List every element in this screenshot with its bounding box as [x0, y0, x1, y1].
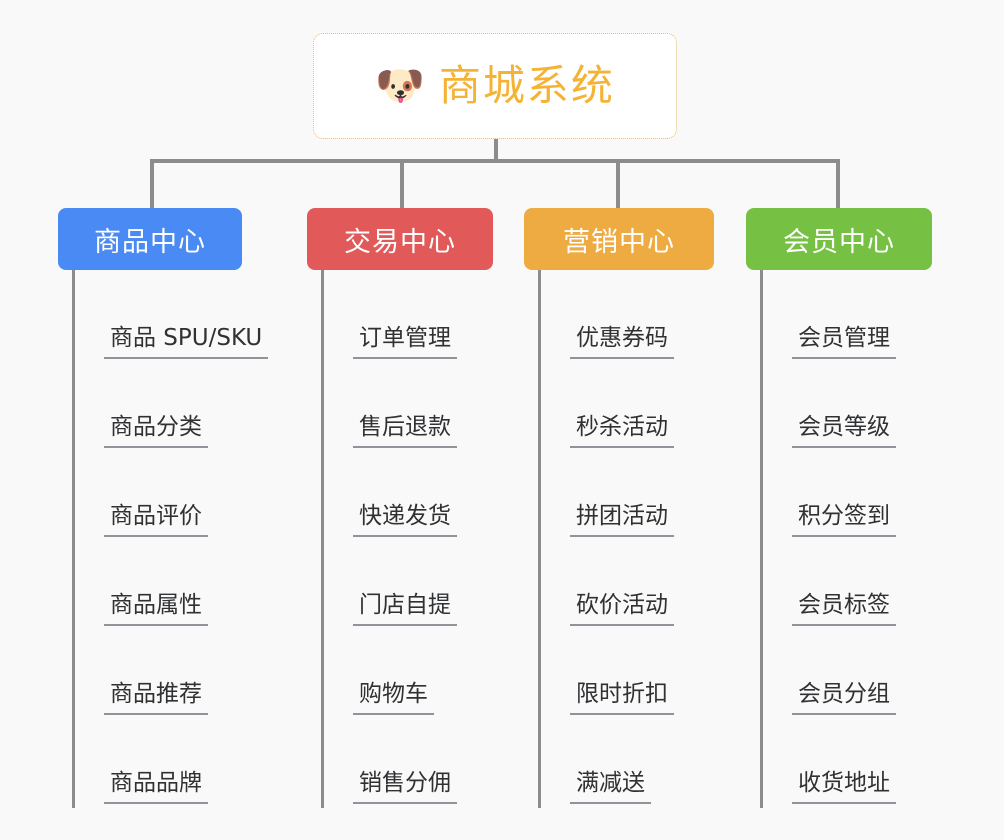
branch-column-4: 会员中心会员管理会员等级积分签到会员标签会员分组收货地址 [746, 208, 932, 808]
leaf-item[interactable]: 销售分佣 [307, 715, 493, 804]
branch-column-3: 营销中心优惠券码秒杀活动拼团活动砍价活动限时折扣满减送 [524, 208, 714, 808]
connector-drop-1 [150, 159, 154, 209]
branch-spine-2 [321, 270, 324, 808]
leaf-item-label: 商品分类 [104, 414, 208, 448]
branch-header-3[interactable]: 营销中心 [524, 208, 714, 270]
branch-spine-4 [760, 270, 763, 808]
leaf-item-label: 销售分佣 [353, 770, 457, 804]
leaf-item[interactable]: 会员管理 [746, 270, 932, 359]
leaf-item[interactable]: 商品属性 [58, 537, 268, 626]
leaf-item[interactable]: 商品推荐 [58, 626, 268, 715]
branch-column-1: 商品中心商品 SPU/SKU 商品分类商品评价商品属性商品推荐商品品牌 [58, 208, 269, 808]
branch-column-2: 交易中心订单管理售后退款快递发货门店自提购物车销售分佣 [307, 208, 493, 808]
root-node[interactable]: 🐶 商城系统 [313, 33, 677, 139]
leaf-item-label: 会员分组 [792, 681, 896, 715]
leaf-item[interactable]: 收货地址 [746, 715, 932, 804]
branch-header-2[interactable]: 交易中心 [307, 208, 493, 270]
leaf-item[interactable]: 商品品牌 [58, 715, 268, 804]
leaf-item[interactable]: 购物车 [307, 626, 493, 715]
leaf-item[interactable]: 商品评价 [58, 448, 268, 537]
leaf-item-label: 优惠券码 [570, 325, 674, 359]
leaf-item[interactable]: 会员标签 [746, 537, 932, 626]
branch-spine-1 [72, 270, 75, 808]
connector-drop-3 [616, 159, 620, 209]
leaf-item-label: 满减送 [570, 770, 651, 804]
leaf-item-label: 商品推荐 [104, 681, 208, 715]
branch-header-label: 交易中心 [344, 226, 456, 258]
leaf-item[interactable]: 门店自提 [307, 537, 493, 626]
leaf-item-label: 秒杀活动 [570, 414, 674, 448]
leaf-item[interactable]: 满减送 [524, 715, 714, 804]
leaf-item-label: 售后退款 [353, 414, 457, 448]
branch-spine-3 [538, 270, 541, 808]
leaf-item[interactable]: 限时折扣 [524, 626, 714, 715]
branch-header-label: 商品中心 [94, 226, 206, 258]
leaf-item[interactable]: 积分签到 [746, 448, 932, 537]
leaf-item-label: 订单管理 [353, 325, 457, 359]
leaf-item-label: 会员管理 [792, 325, 896, 359]
branch-header-label: 营销中心 [563, 226, 675, 258]
connector-drop-4 [836, 159, 840, 209]
leaf-list: 订单管理售后退款快递发货门店自提购物车销售分佣 [307, 270, 493, 804]
leaf-item-label: 购物车 [353, 681, 434, 715]
leaf-item-label: 商品 SPU/SKU [104, 325, 269, 359]
connector-drop-2 [400, 159, 404, 209]
leaf-item-label: 门店自提 [353, 592, 457, 626]
shiba-dog-emoji-icon: 🐶 [375, 63, 425, 109]
leaf-item-label: 会员等级 [792, 414, 896, 448]
leaf-item-label: 会员标签 [792, 592, 896, 626]
leaf-item[interactable]: 商品 SPU/SKU [58, 270, 269, 359]
leaf-item-label: 积分签到 [792, 503, 896, 537]
branch-header-label: 会员中心 [783, 226, 895, 258]
leaf-item-label: 商品品牌 [104, 770, 208, 804]
branch-header-1[interactable]: 商品中心 [58, 208, 242, 270]
leaf-item-label: 拼团活动 [570, 503, 674, 537]
leaf-list: 商品 SPU/SKU 商品分类商品评价商品属性商品推荐商品品牌 [58, 270, 269, 804]
leaf-item-label: 快递发货 [353, 503, 457, 537]
branch-header-4[interactable]: 会员中心 [746, 208, 932, 270]
leaf-item[interactable]: 商品分类 [58, 359, 268, 448]
leaf-item[interactable]: 拼团活动 [524, 448, 714, 537]
leaf-item[interactable]: 快递发货 [307, 448, 493, 537]
leaf-item[interactable]: 会员等级 [746, 359, 932, 448]
leaf-list: 优惠券码秒杀活动拼团活动砍价活动限时折扣满减送 [524, 270, 714, 804]
leaf-item[interactable]: 优惠券码 [524, 270, 714, 359]
leaf-item[interactable]: 砍价活动 [524, 537, 714, 626]
connector-root-stem [494, 139, 498, 162]
leaf-item-label: 商品属性 [104, 592, 208, 626]
leaf-item-label: 收货地址 [792, 770, 896, 804]
root-title: 商城系统 [438, 61, 615, 110]
leaf-list: 会员管理会员等级积分签到会员标签会员分组收货地址 [746, 270, 932, 804]
leaf-item-label: 限时折扣 [570, 681, 674, 715]
leaf-item[interactable]: 售后退款 [307, 359, 493, 448]
leaf-item[interactable]: 秒杀活动 [524, 359, 714, 448]
leaf-item-label: 砍价活动 [570, 592, 674, 626]
leaf-item[interactable]: 订单管理 [307, 270, 493, 359]
leaf-item-label: 商品评价 [104, 503, 208, 537]
connector-horizontal-bus [150, 159, 840, 163]
leaf-item[interactable]: 会员分组 [746, 626, 932, 715]
